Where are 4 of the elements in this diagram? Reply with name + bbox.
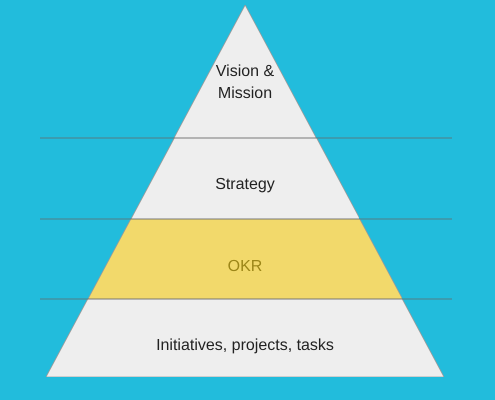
tier-label: Strategy	[214, 175, 276, 195]
tier-label: Vision & Mission	[214, 62, 275, 104]
tier-label: OKR	[226, 257, 264, 277]
tier-label: Initiatives, projects, tasks	[155, 336, 335, 356]
